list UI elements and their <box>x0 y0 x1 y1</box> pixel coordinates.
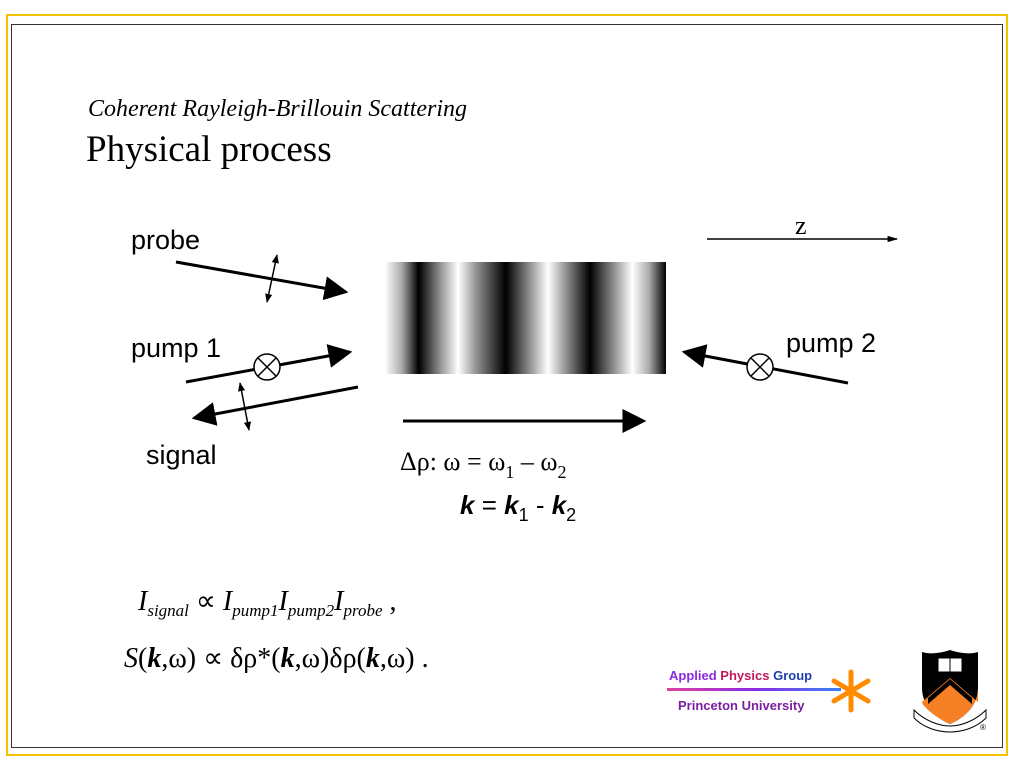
probe-label: probe <box>131 225 200 255</box>
logo-group-name: Applied Physics Group <box>669 668 813 683</box>
logo-divider <box>667 688 841 691</box>
slide-inner-frame <box>11 24 1003 748</box>
spectrum-formula: S(k,ω) ∝ δρ*(k,ω)δρ(k,ω) . <box>124 643 429 674</box>
density-grating <box>385 262 666 374</box>
pump2-polarization-icon <box>746 353 774 381</box>
princeton-shield-icon: ® <box>913 650 987 733</box>
z-axis-label: z <box>795 211 807 240</box>
logo-star-icon <box>831 669 871 713</box>
signal-beam-arrow <box>191 385 359 426</box>
wavevector-relation: k = k1 - k2 <box>460 490 576 525</box>
density-relation: Δρ: ω = ω1 – ω2 <box>400 447 566 482</box>
logo-university: Princeton University <box>678 698 805 713</box>
pump2-label: pump 2 <box>786 328 876 358</box>
svg-text:®: ® <box>980 723 986 732</box>
signal-label: signal <box>146 440 217 470</box>
pump1-polarization-icon <box>253 353 281 381</box>
signal-intensity-formula: Isignal ∝ Ipump1Ipump2Iprobe , <box>138 586 397 620</box>
pump1-label: pump 1 <box>131 333 221 363</box>
slide-outer-frame <box>6 14 1008 756</box>
probe-polarization-arrow <box>265 254 279 303</box>
slide-title: Physical process <box>86 129 332 170</box>
probe-beam-arrow <box>175 260 349 301</box>
slide-subtitle: Coherent Rayleigh-Brillouin Scattering <box>88 96 468 122</box>
signal-polarization-arrow <box>237 382 252 431</box>
